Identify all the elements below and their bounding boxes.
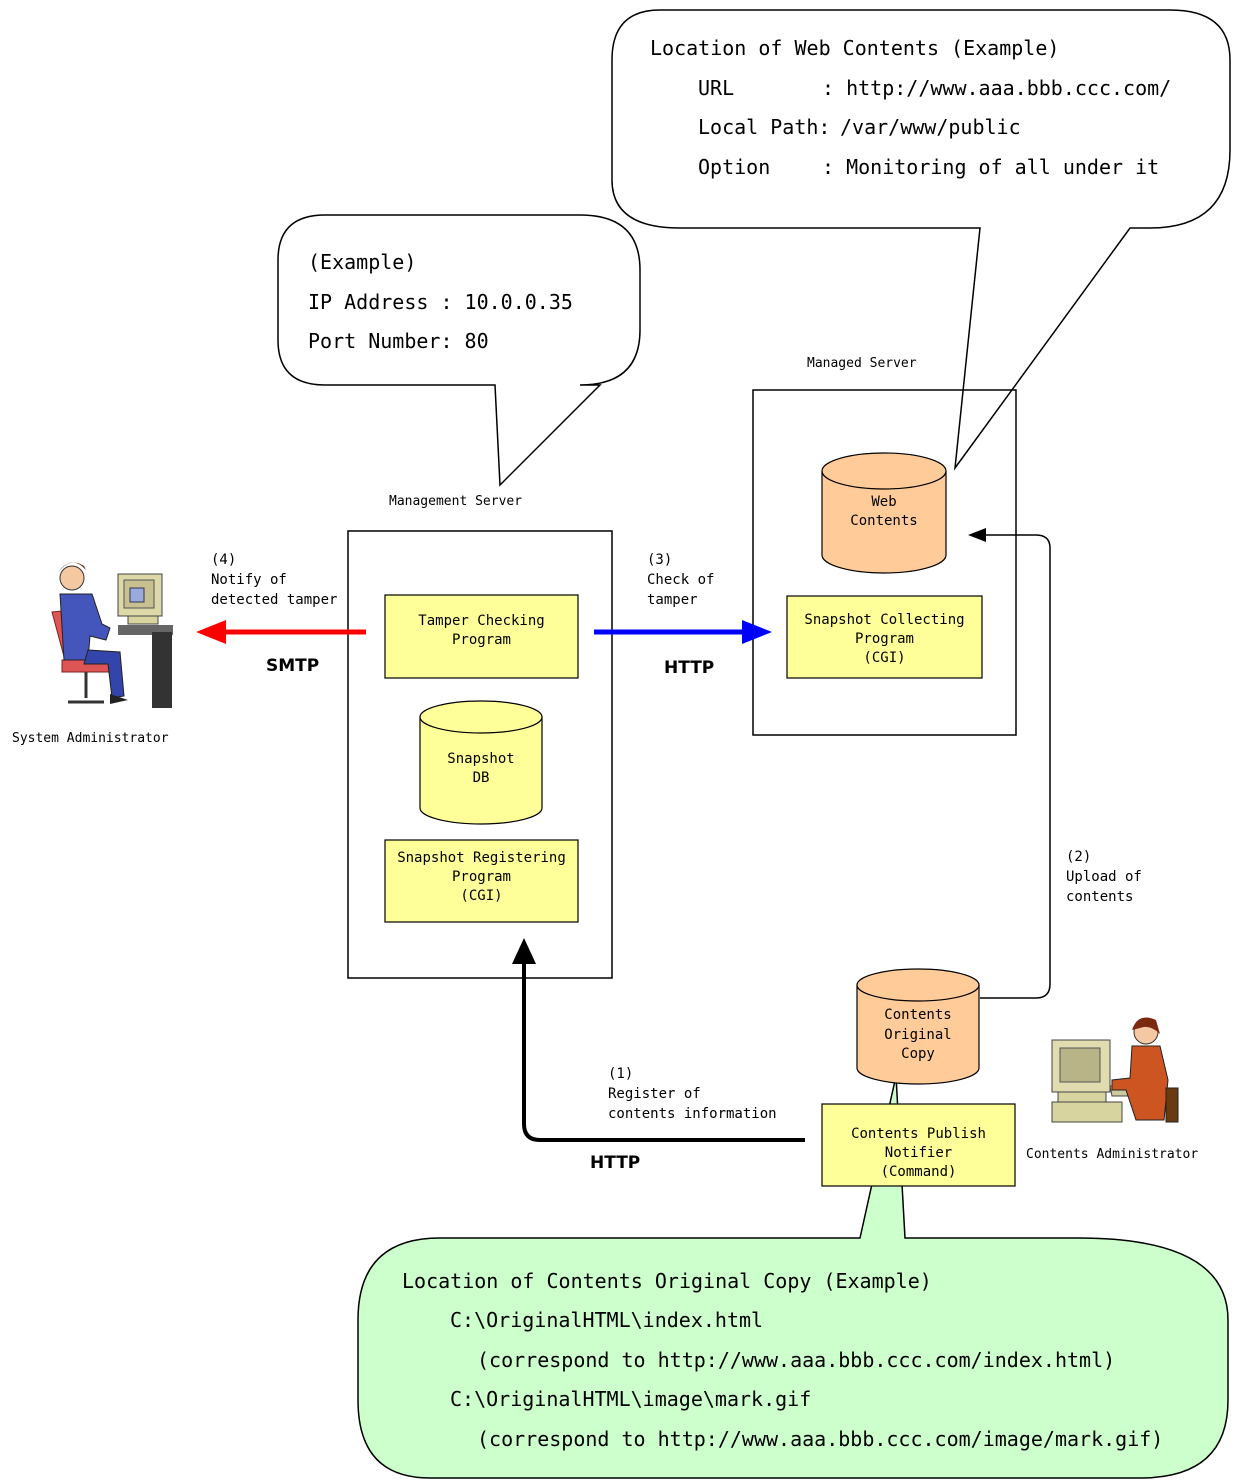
ip-address-text: IP Address : 10.0.0.35 — [308, 290, 573, 314]
original-path-1: C:\OriginalHTML\index.html — [450, 1308, 764, 1332]
step1-line2: contents information — [608, 1106, 777, 1122]
snapshot-collecting-box — [786, 595, 983, 679]
snapshot-db-label-2: DB — [472, 770, 490, 786]
snapshot-registering-label-3: (CGI) — [460, 888, 503, 904]
server-example-label: (Example) — [308, 250, 417, 274]
snapshot-db-cylinder — [419, 700, 543, 825]
snapshot-registering-label-2: Program — [451, 869, 511, 885]
snapshot-registering-label-1: Snapshot Registering — [397, 850, 566, 866]
step2-number: (2) — [1066, 849, 1092, 865]
snapshot-collecting-label-2: Program — [854, 631, 914, 647]
snapshot-collecting-label-1: Snapshot Collecting — [804, 612, 965, 628]
contents-publish-notifier-box — [821, 1103, 1016, 1187]
option-label: Option — [698, 155, 771, 179]
publish-notifier-label-2: Notifier — [884, 1145, 953, 1161]
step1-protocol: HTTP — [590, 1153, 641, 1173]
server-address-callout — [277, 214, 641, 487]
web-contents-cylinder — [821, 452, 947, 574]
original-copy-title: Location of Contents Original Copy (Exam… — [402, 1269, 932, 1293]
local-path-label: Local Path: — [698, 115, 831, 139]
tamper-checking-label-1: Tamper Checking — [418, 613, 545, 629]
managed-server-box — [752, 389, 1017, 736]
system-admin-icon — [51, 562, 173, 708]
url-value: : http://www.aaa.bbb.ccc.com/ — [822, 76, 1172, 100]
contents-original-copy-cylinder — [856, 968, 980, 1085]
local-path-value: /var/www/public — [840, 115, 1021, 139]
notify-arrow — [196, 620, 366, 644]
publish-notifier-label-3: (Command) — [880, 1164, 957, 1180]
web-contents-label-2: Contents — [850, 513, 918, 529]
check-arrow — [594, 620, 772, 644]
original-copy-label-2: Original — [884, 1027, 952, 1043]
step3-line1: Check of — [647, 572, 715, 588]
original-copy-callout — [357, 1075, 1229, 1479]
tamper-checking-box — [384, 594, 579, 679]
management-server-box — [347, 530, 613, 979]
original-path-2: C:\OriginalHTML\image\mark.gif — [450, 1387, 812, 1411]
managed-server-label: Managed Server — [807, 356, 917, 371]
step4-line1: Notify of — [211, 572, 287, 588]
contents-admin-icon — [1051, 1017, 1179, 1123]
original-copy-label-3: Copy — [901, 1046, 935, 1062]
snapshot-collecting-label-3: (CGI) — [863, 650, 906, 666]
tamper-checking-label-2: Program — [451, 632, 511, 648]
web-location-title: Location of Web Contents (Example) — [650, 36, 1060, 60]
publish-notifier-label-1: Contents Publish — [851, 1126, 986, 1142]
step4-line2: detected tamper — [211, 592, 338, 608]
web-location-callout — [611, 9, 1231, 471]
original-correspond-1: (correspond to http://www.aaa.bbb.ccc.co… — [477, 1348, 1116, 1372]
original-correspond-2: (correspond to http://www.aaa.bbb.ccc.co… — [477, 1427, 1164, 1451]
upload-arrow — [968, 528, 1051, 999]
step2-line2: contents — [1066, 889, 1134, 905]
snapshot-db-label-1: Snapshot — [447, 751, 515, 767]
original-copy-label-1: Contents — [884, 1007, 952, 1023]
step3-number: (3) — [647, 552, 673, 568]
system-admin-label: System Administrator — [12, 731, 169, 746]
step4-number: (4) — [211, 552, 237, 568]
management-server-label: Management Server — [389, 494, 523, 509]
step1-number: (1) — [608, 1066, 634, 1082]
contents-admin-label: Contents Administrator — [1026, 1147, 1199, 1162]
step3-line2: tamper — [647, 592, 698, 608]
step4-protocol: SMTP — [266, 656, 320, 676]
step3-protocol: HTTP — [664, 658, 715, 678]
web-contents-label-1: Web — [871, 494, 897, 510]
step1-line1: Register of — [608, 1086, 701, 1102]
url-label: URL — [698, 76, 735, 100]
register-arrow — [512, 938, 805, 1142]
step2-line1: Upload of — [1066, 869, 1142, 885]
snapshot-registering-box — [384, 839, 579, 923]
option-value: : Monitoring of all under it — [822, 155, 1160, 179]
port-number-text: Port Number: 80 — [308, 329, 489, 353]
